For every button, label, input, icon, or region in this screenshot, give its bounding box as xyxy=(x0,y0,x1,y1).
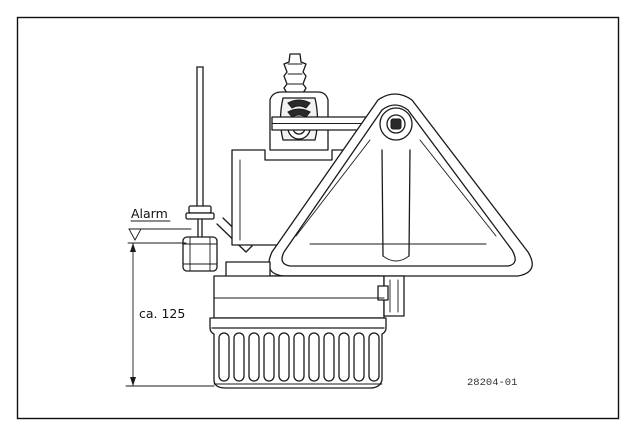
alarm-label: Alarm xyxy=(131,206,168,221)
outlet-spigot xyxy=(283,53,307,96)
pump-body xyxy=(213,261,405,319)
drawing-number: 28204-01 xyxy=(467,377,517,389)
height-label: ca. 125 xyxy=(139,306,185,321)
float-switch xyxy=(182,66,253,272)
strainer-slots xyxy=(218,332,380,382)
triangular-cover xyxy=(268,93,533,277)
strainer-cage xyxy=(209,317,387,389)
height-dimension xyxy=(125,242,215,387)
alarm-level-mark xyxy=(127,228,192,244)
